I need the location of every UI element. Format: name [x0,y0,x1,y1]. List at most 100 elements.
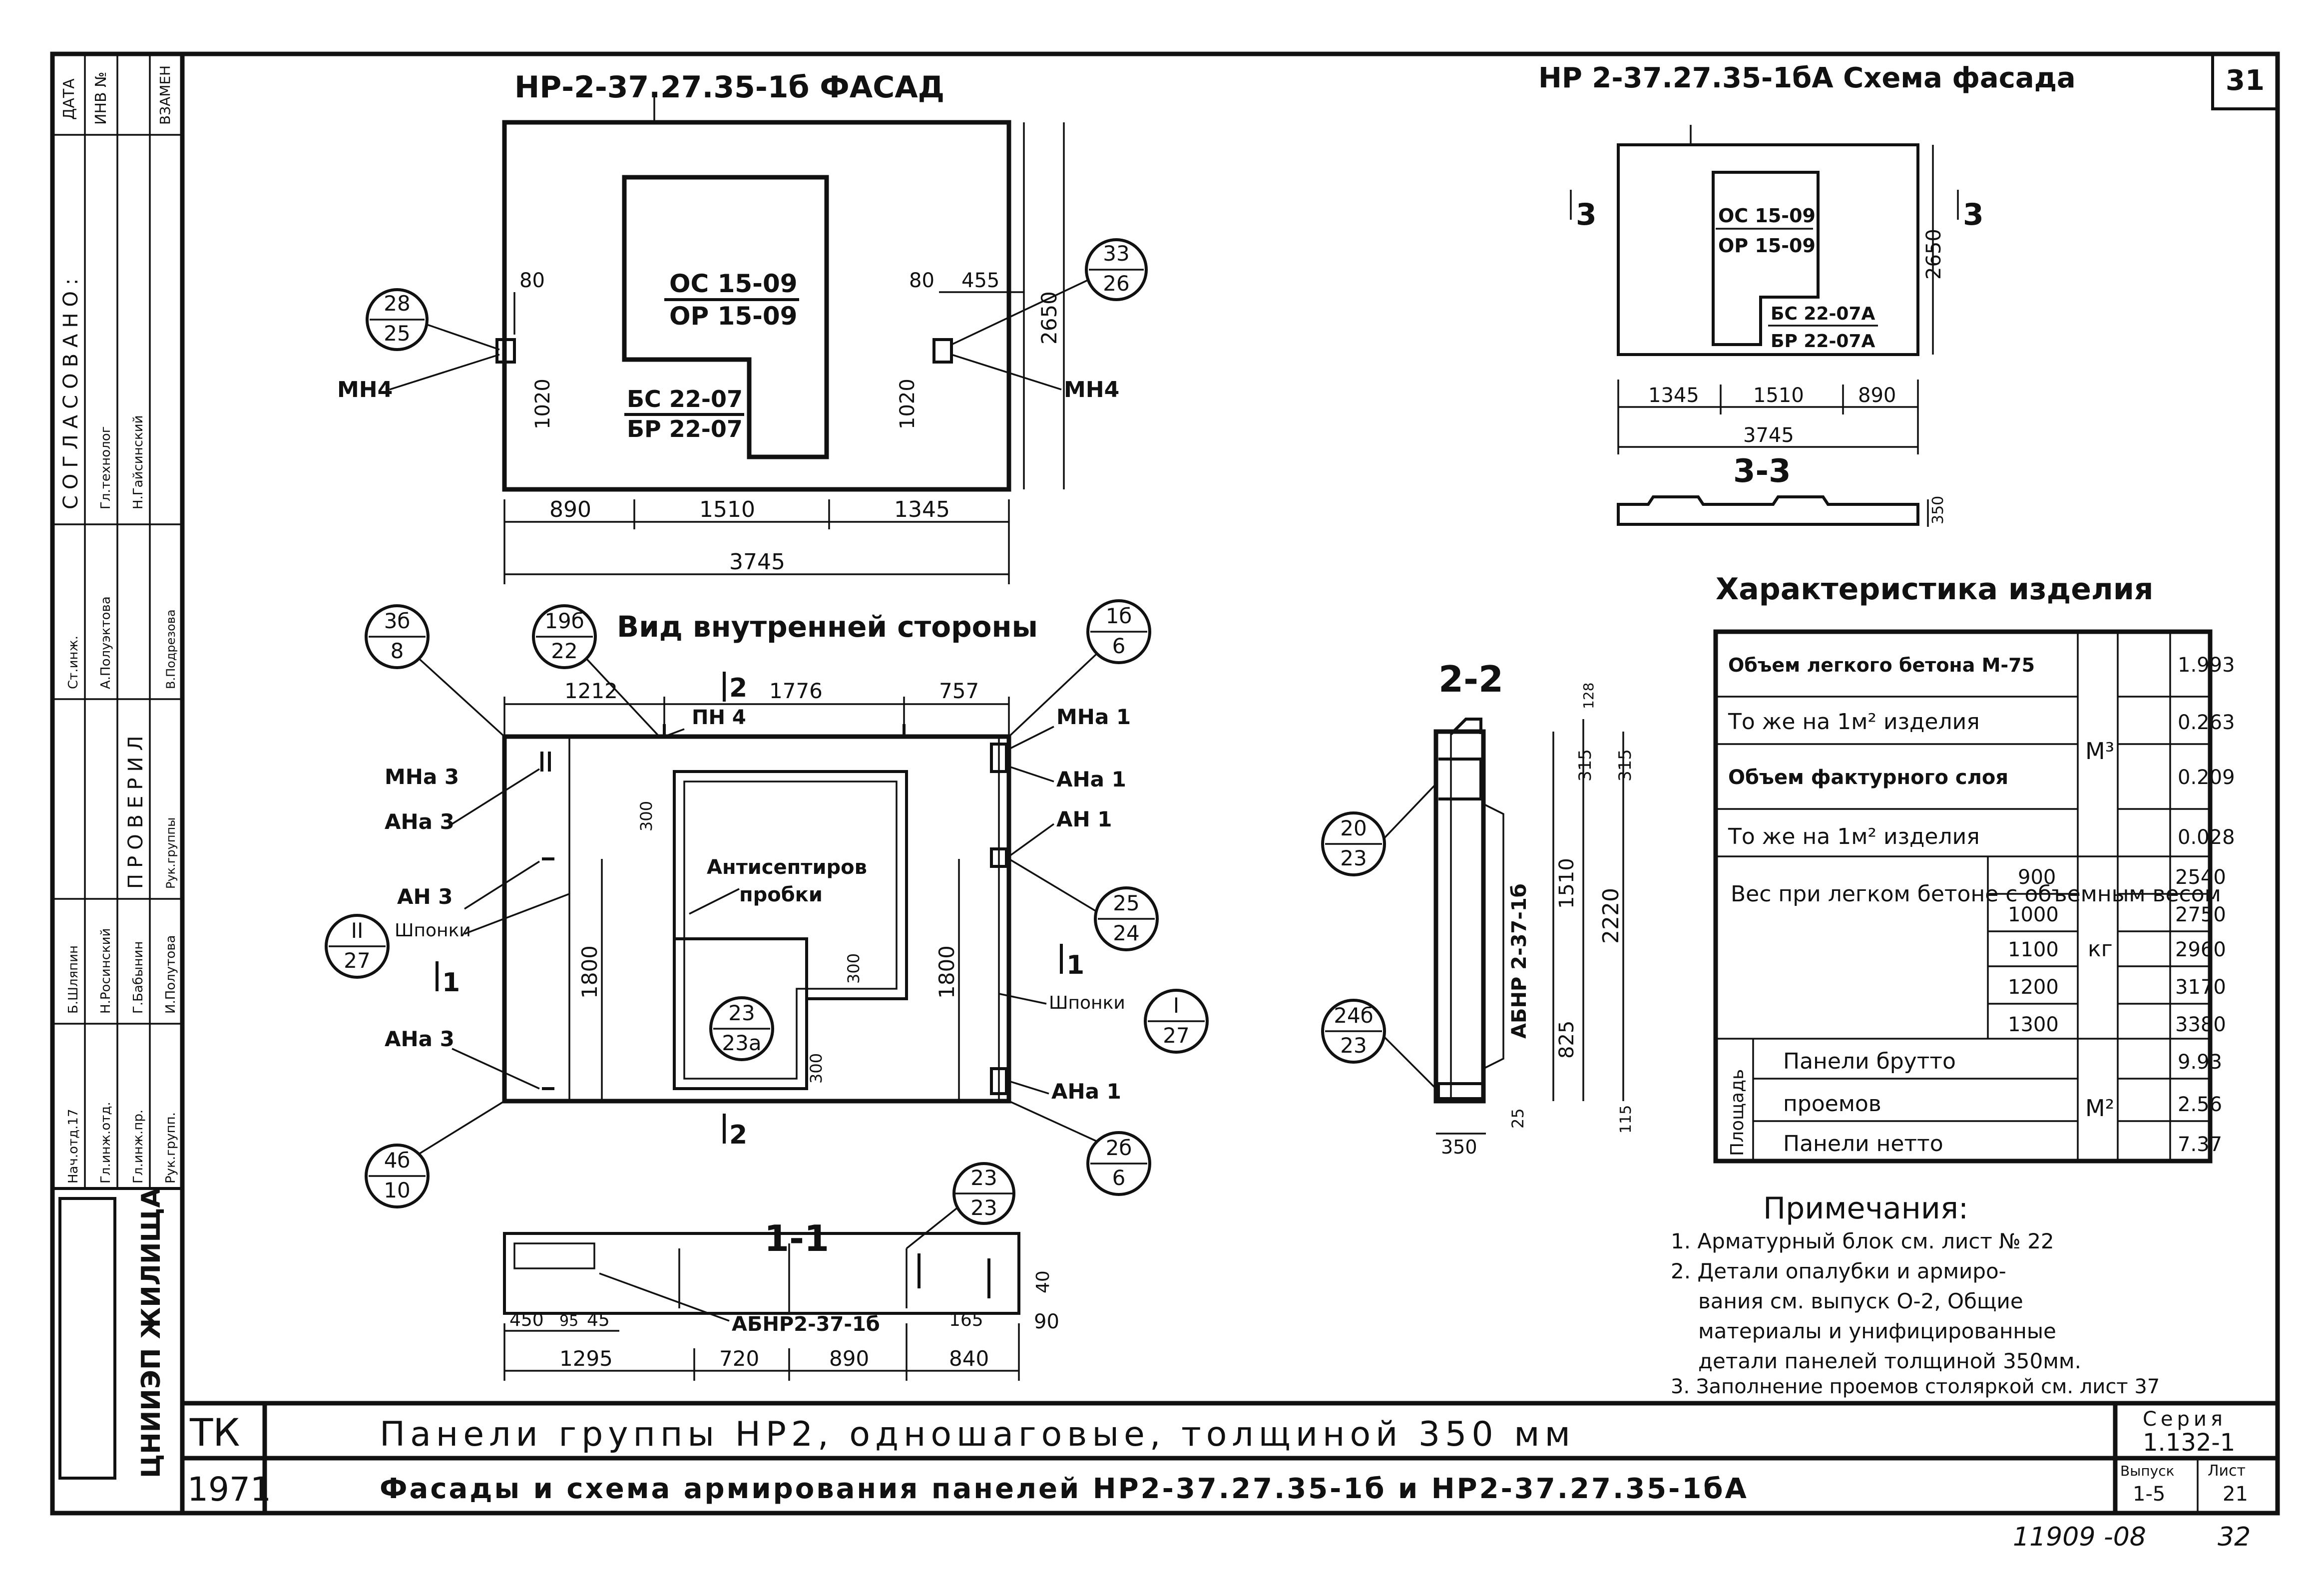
bottom-code: 11909 -08 [2013,1522,2146,1552]
svg-text:МНа 1: МНа 1 [1056,705,1131,729]
svg-text:27: 27 [1163,1023,1189,1048]
svg-text:80: 80 [519,269,545,292]
title-line-2: Фасады и схема армирования панелей НР2-3… [380,1473,1749,1505]
inner-title: Вид внутренней стороны [617,610,1038,644]
section22-dimensions: 128 315 315 1510 2220 825 25 115 350 [1436,683,1635,1158]
svg-text:Объем легкого бетона М-75: Объем легкого бетона М-75 [1728,654,2035,676]
svg-text:Шпонки: Шпонки [395,920,471,941]
svg-text:2б: 2б [1106,1136,1132,1160]
svg-text:1510: 1510 [1555,858,1578,909]
section22-panel-mark: АБНР 2-37-1б [1508,883,1531,1039]
svg-text:28: 28 [384,291,410,316]
svg-text:890: 890 [1858,384,1896,407]
svg-text:материалы и унифицированные: материалы и унифицированные [1698,1319,2056,1343]
svg-text:2540: 2540 [2175,866,2226,889]
inner-callout-II-27: II 27 [325,914,390,979]
svg-text:То же на 1м² изделия: То же на 1м² изделия [1728,824,1980,849]
title-sheet-value: 21 [2223,1483,2248,1506]
stamp-inv-label: ИНВ № [92,72,110,125]
inner-callout-19b: 19б 22 [532,604,660,738]
svg-text:840: 840 [949,1346,989,1371]
svg-text:Панели нетто: Панели нетто [1783,1131,1943,1157]
facade-tag-left: МН4 [337,377,393,402]
stamp-name-4: И.Полутова [163,935,178,1014]
facade-tag-right: МН4 [1064,377,1119,402]
svg-text:2960: 2960 [2175,938,2226,961]
scheme-panel [1570,125,1959,356]
inner-callout-23-23a: 23 23а [709,996,774,1061]
svg-text:АНа 3: АНа 3 [385,1027,455,1051]
svg-text:300: 300 [637,801,656,831]
svg-text:АН 1: АН 1 [1056,807,1112,831]
facade-window-bottom: ОР 15-09 [669,302,797,331]
svg-text:20: 20 [1340,816,1367,840]
svg-text:2: 2 [729,1120,747,1150]
svg-text:0.028: 0.028 [2178,826,2235,849]
stamp-role-3: Гл.инж.пр. [131,1110,146,1184]
svg-text:1020: 1020 [531,379,554,429]
svg-text:вания см. выпуск О-2, Общие: вания см. выпуск О-2, Общие [1698,1289,2023,1313]
svg-text:1. Арматурный блок см. лист №: 1. Арматурный блок см. лист № 22 [1671,1229,2054,1253]
stamp-org: ЦНИИЭП ЖИЛИЩА [136,1187,166,1478]
svg-text:ОР 15-09: ОР 15-09 [1718,235,1816,257]
svg-text:I: I [1173,993,1179,1018]
characteristics-rows: Объем легкого бетона М-75 1.993 То же на… [1727,654,2235,1157]
svg-text:757: 757 [939,679,979,703]
svg-text:95: 95 [559,1312,578,1330]
inner-callout-I-27: I 27 [1144,989,1209,1054]
facade-dimensions: 80 80 455 1020 1020 2650 890 1510 1345 3… [503,122,1065,584]
svg-text:128: 128 [1580,683,1597,709]
section11-callout: 23 23 [906,1162,1015,1249]
stamp-replace-label: ВЗАМЕН [157,65,173,125]
svg-text:детали панелей толщиной 350мм.: детали панелей толщиной 350мм. [1698,1349,2081,1373]
characteristics-title: Характеристика изделия [1716,572,2153,607]
title-tk: ТК [189,1410,240,1455]
facade-callout-left: 28 25 [366,288,500,351]
svg-text:АНа 1: АНа 1 [1051,1079,1121,1104]
inner-callout-4b-10: 4б 10 [365,1100,505,1208]
svg-text:315: 315 [1615,749,1635,782]
title-issue-value: 1-5 [2133,1483,2165,1506]
svg-text:БС 22-07А: БС 22-07А [1771,304,1875,324]
svg-text:350: 350 [1929,496,1947,524]
title-line-1: Панели группы НР2, одношаговые, толщиной… [380,1415,1575,1454]
svg-text:Примечания:: Примечания: [1763,1191,1968,1226]
svg-text:350: 350 [1441,1136,1477,1158]
svg-text:165: 165 [949,1310,983,1330]
svg-text:3745: 3745 [729,549,785,575]
title-issue-label: Выпуск [2120,1463,2175,1479]
stamp-technolog: Гл.технолог [98,426,113,509]
svg-text:Шпонки: Шпонки [1049,993,1125,1013]
svg-text:МНа 3: МНа 3 [385,765,459,789]
svg-text:115: 115 [1617,1105,1635,1134]
svg-text:23: 23 [1340,846,1367,870]
svg-text:22: 22 [551,639,577,663]
svg-text:890: 890 [549,497,591,522]
svg-text:23: 23 [970,1166,997,1190]
svg-text:2650: 2650 [1922,229,1945,280]
svg-text:19б: 19б [544,609,584,633]
svg-text:6: 6 [1112,1166,1126,1190]
facade-window-top: ОС 15-09 [669,269,798,298]
sheet-frame [50,51,2280,1516]
facade-title: НР-2-37.27.35-1б ФАСАД [514,70,944,105]
svg-text:1100: 1100 [2008,938,2059,961]
svg-text:315: 315 [1575,749,1595,782]
svg-text:3380: 3380 [2175,1013,2226,1036]
svg-text:2: 2 [729,673,747,703]
inner-tags: ПН 4 МНа 3 АНа 3 АН 3 Шпонки АНа 3 МНа 1… [385,705,1131,1104]
svg-text:пробки: пробки [739,883,823,906]
svg-text:3. Заполнение проемов столярко: 3. Заполнение проемов столяркой см. лист… [1671,1375,2160,1398]
svg-text:0.209: 0.209 [2178,766,2235,789]
stamp-name-1: Б.Шляпин [66,945,81,1014]
stamp-group-lead: Рук.группы [164,817,178,889]
svg-text:300: 300 [807,1053,826,1084]
svg-text:300: 300 [844,953,863,984]
stamp-group-lead-name: В.Подрезова [164,609,178,689]
scheme-section-profile: 350 [1617,495,1947,527]
svg-text:825: 825 [1555,1021,1578,1059]
scheme-cut-left: 3 [1576,197,1597,232]
svg-text:900: 900 [2018,866,2056,889]
section22-profile [1433,718,1504,1104]
